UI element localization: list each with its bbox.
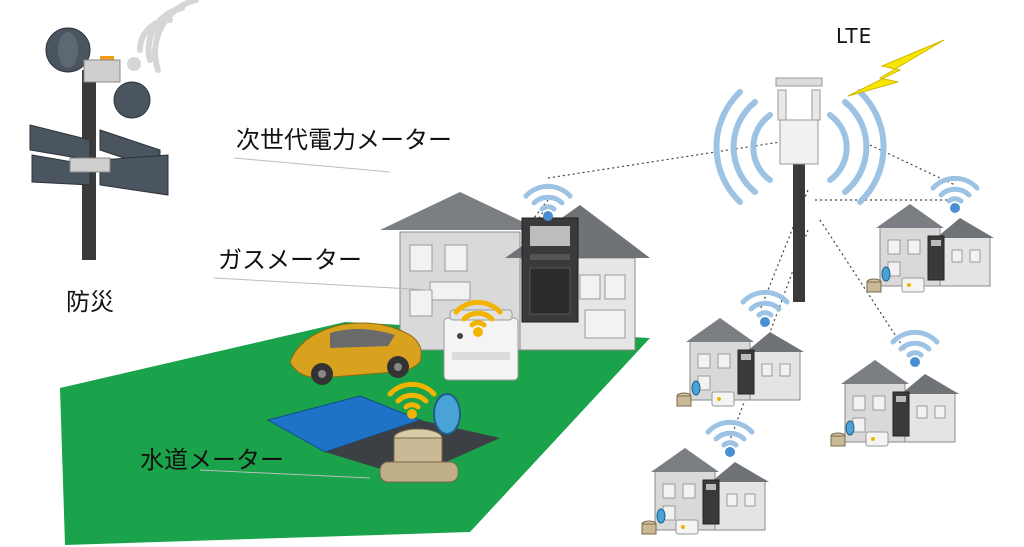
label-water-meter: 水道メーター (140, 446, 284, 474)
smart-meter-icon (521, 217, 579, 323)
label-gas-meter: ガスメーター (218, 246, 362, 274)
label-leader-lines (199, 157, 431, 479)
gas-meter-icon (443, 309, 519, 381)
remote-house-1 (866, 178, 995, 293)
wifi-icon (137, 0, 199, 73)
lightning-icon (847, 39, 945, 97)
cell-tower-icon (775, 77, 823, 302)
remote-house-4 (641, 422, 770, 535)
label-disaster: 防災 (66, 288, 114, 316)
speaker-icon (29, 27, 169, 260)
car-icon (289, 322, 422, 385)
label-electric-meter: 次世代電力メーター (236, 126, 452, 154)
water-meter-icon (379, 393, 461, 483)
remote-house-2 (676, 292, 805, 407)
remote-house-3 (830, 332, 960, 447)
label-lte: LTE (836, 24, 873, 48)
wifi-icon (526, 186, 570, 221)
wifi-icon (713, 89, 887, 205)
